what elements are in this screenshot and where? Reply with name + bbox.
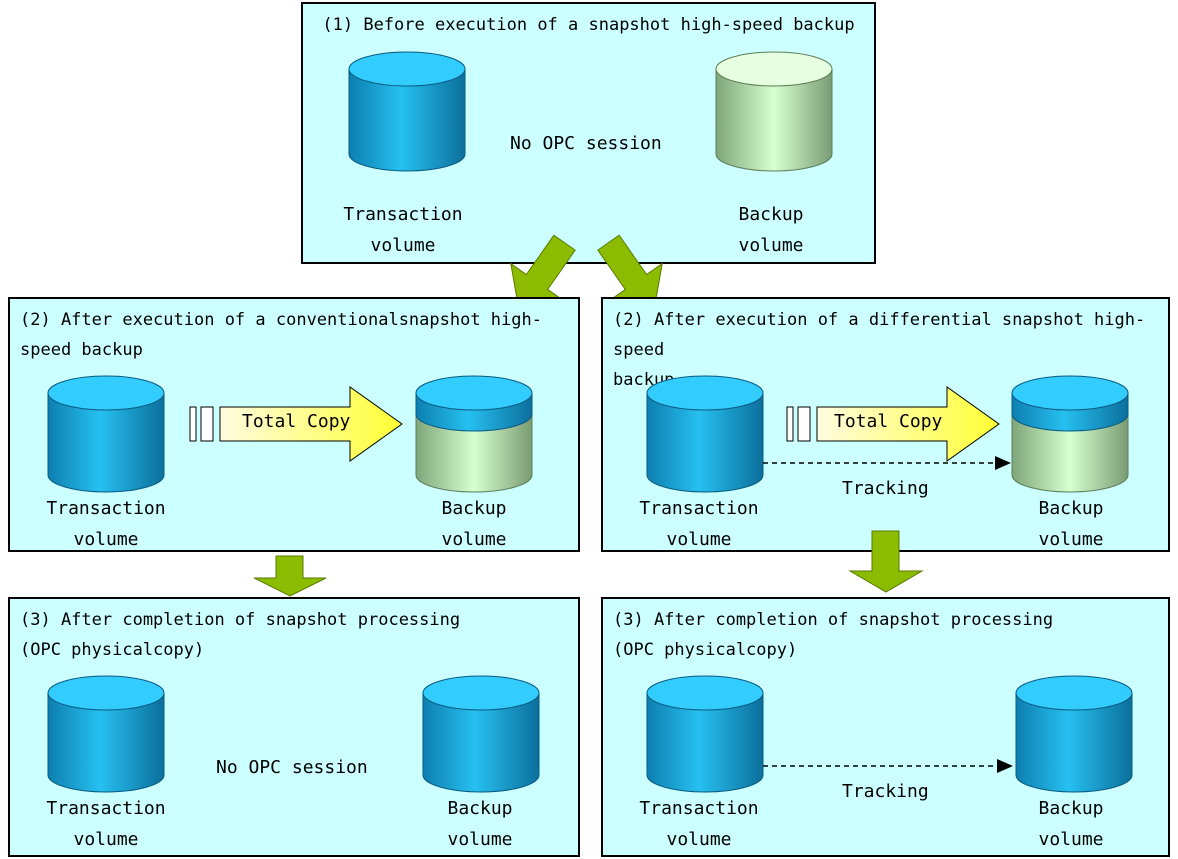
copy-arrow-label: Total Copy — [834, 411, 943, 432]
panel-graphics — [646, 375, 1129, 493]
panel-differential-backup: (2) After execution of a differential sn… — [601, 297, 1170, 552]
cylinder-icon — [1011, 375, 1129, 493]
panel-graphics — [646, 675, 1133, 793]
cylinder-icon — [47, 675, 165, 793]
panel-title: (2) After execution of a conventionalsna… — [20, 310, 542, 360]
cylinder-icon — [415, 375, 533, 493]
tracking-arrow-icon — [763, 456, 1011, 470]
copy-arrow-icon — [189, 386, 403, 462]
panel-title: (1) Before execution of a snapshot high-… — [322, 15, 855, 35]
panel-title: (3) After completion of snapshot process… — [20, 610, 461, 660]
cylinder-icon — [715, 51, 833, 172]
panel-completion-differential: (3) After completion of snapshot process… — [601, 597, 1170, 857]
cylinder-icon — [646, 675, 764, 793]
opc-session-status: No OPC session — [216, 757, 368, 778]
copy-arrow-icon — [786, 386, 1000, 462]
cylinder-icon — [47, 375, 165, 493]
cylinder-icon — [646, 375, 764, 493]
cylinder-icon — [348, 51, 466, 172]
panel-conventional-backup: (2) After execution of a conventionalsna… — [8, 297, 580, 552]
panel-title: (3) After completion of snapshot process… — [613, 610, 1054, 660]
panel-graphics — [348, 51, 833, 172]
cylinder-icon — [1015, 675, 1133, 793]
tracking-label: Tracking — [842, 478, 929, 499]
opc-session-status: No OPC session — [510, 133, 662, 154]
cylinder-icon — [422, 675, 540, 793]
copy-arrow-label: Total Copy — [242, 411, 351, 432]
tracking-label: Tracking — [842, 781, 929, 802]
panel-graphics — [47, 675, 540, 793]
tracking-arrow-icon — [763, 759, 1013, 773]
panel-before-backup: (1) Before execution of a snapshot high-… — [301, 2, 876, 264]
panel-graphics — [47, 375, 533, 493]
panel-completion-conventional: (3) After completion of snapshot process… — [8, 597, 580, 857]
